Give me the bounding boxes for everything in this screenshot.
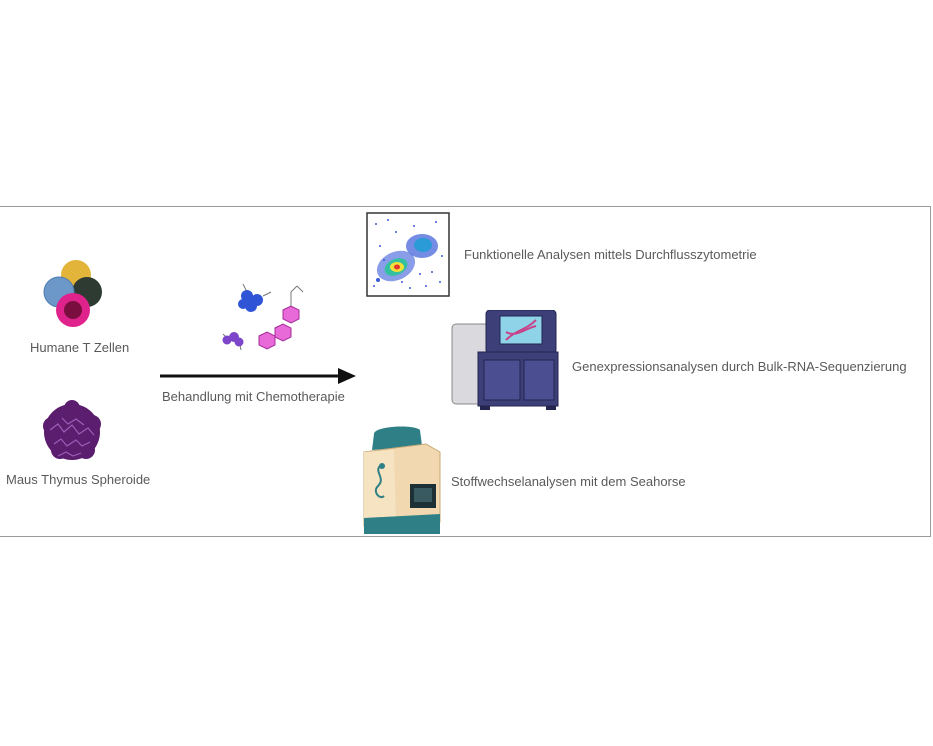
seahorse-label: Stoffwechselanalysen mit dem Seahorse (451, 474, 686, 489)
rna-seq-label: Genexpressionsanalysen durch Bulk-RNA-Se… (572, 359, 907, 374)
t-cells-icon (43, 260, 102, 327)
diagram-frame (0, 206, 931, 537)
spheroid-label: Maus Thymus Spheroide (6, 472, 151, 487)
flow-cytometry-label: Funktionelle Analysen mittels Durchfluss… (464, 247, 757, 262)
seahorse-analyzer-icon (363, 426, 441, 534)
sequencer-icon (451, 310, 559, 410)
flow-cytometry-plot-icon (366, 212, 450, 297)
treatment-arrow-icon (160, 368, 356, 384)
chemotherapy-molecule-icon (222, 283, 304, 351)
human-t-cells-label: Humane T Zellen (30, 340, 130, 355)
spheroid-icon (43, 400, 101, 460)
treatment-label: Behandlung mit Chemotherapie (162, 389, 345, 404)
